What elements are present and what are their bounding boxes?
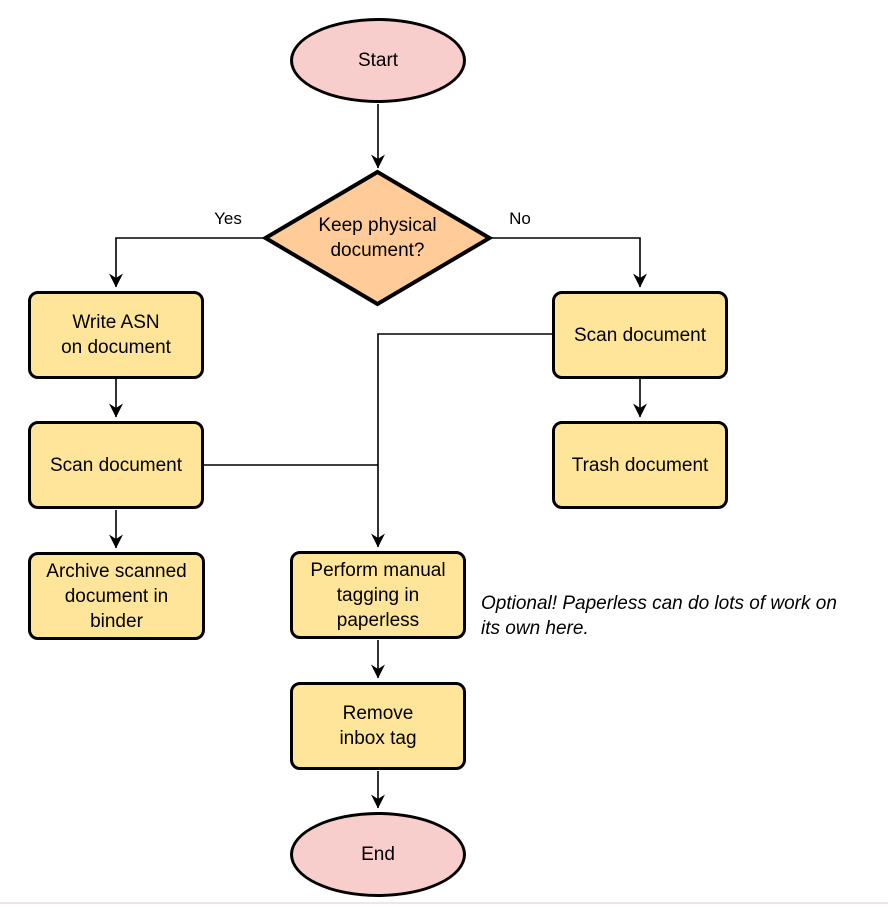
edge-label-no: No xyxy=(509,209,531,228)
node-decision-label: Keep physical document? xyxy=(318,215,437,261)
node-decision: Keep physical document? xyxy=(265,173,490,303)
node-scan-document-right-label: Scan document xyxy=(573,324,707,346)
node-archive-document-label: Archive scanned document in binder xyxy=(46,560,187,632)
node-start-label: Start xyxy=(357,50,399,71)
annotation-optional-note: Optional! Paperless can do lots of work … xyxy=(481,593,837,639)
edge-scan-right-to-tagging xyxy=(371,333,552,548)
node-manual-tagging: Perform manual tagging in paperless xyxy=(290,551,466,639)
node-remove-inbox-tag-label: Remove inbox tag xyxy=(339,703,417,749)
edge-decision-yes-to-write-asn xyxy=(109,237,265,288)
node-write-asn-label: Write ASN on document xyxy=(61,312,171,358)
node-scan-document-left-label: Scan document xyxy=(49,454,183,476)
node-end: End xyxy=(290,812,466,897)
node-end-label: End xyxy=(361,844,395,865)
node-trash-document: Trash document xyxy=(552,421,728,509)
node-write-asn: Write ASN on document xyxy=(28,291,204,379)
node-manual-tagging-label: Perform manual tagging in paperless xyxy=(310,559,446,631)
edge-decision-no-to-scan-right xyxy=(489,237,647,288)
node-scan-document-right: Scan document xyxy=(552,291,728,379)
page-bottom-divider xyxy=(0,902,888,904)
node-scan-document-left: Scan document xyxy=(28,421,204,509)
node-remove-inbox-tag: Remove inbox tag xyxy=(290,682,466,770)
node-trash-document-label: Trash document xyxy=(571,454,709,476)
decision-diamond-shape xyxy=(261,169,494,307)
edge-label-yes: Yes xyxy=(214,209,242,228)
node-archive-document: Archive scanned document in binder xyxy=(28,552,205,640)
node-start: Start xyxy=(290,18,466,103)
